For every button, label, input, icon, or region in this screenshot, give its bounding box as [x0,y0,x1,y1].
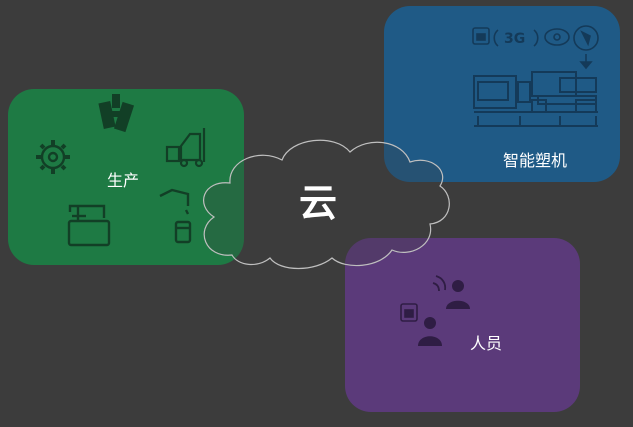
robot-arm-icon [98,94,135,133]
smart-molding-panel [384,6,620,182]
person-icon [418,317,442,346]
production-label: 生产 [107,171,140,190]
gear-icon [36,140,70,174]
svg-text:3G: 3G [504,31,525,47]
router-icon [472,27,490,45]
personnel-panel [345,238,580,412]
wireless-person-icon [432,275,470,309]
wifi-icon [544,28,570,46]
forklift-icon [165,128,206,168]
router-icon [400,303,418,322]
smart-molding-label: 智能塑机 [503,151,568,170]
cloud-label: 云 [299,181,339,225]
sewing-machine-icon [67,204,111,247]
injection-molding-machine-icon [473,71,598,127]
faucet-can-icon [159,188,192,244]
personnel-label: 人员 [470,334,503,353]
gps-pin-icon [573,25,599,70]
signal-3g-icon: 3G [493,29,539,47]
